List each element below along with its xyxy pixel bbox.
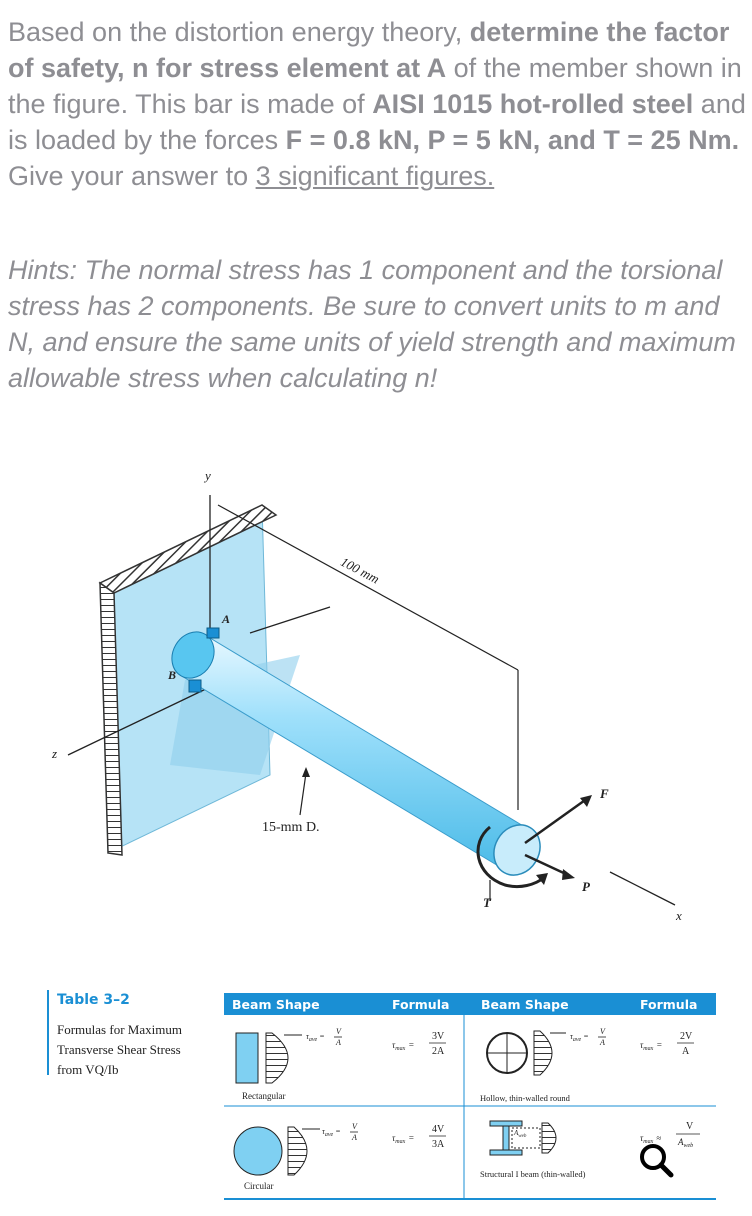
torque-label: T bbox=[483, 895, 492, 910]
row1-left-num: 3V bbox=[432, 1031, 445, 1042]
question-text: Based on the distortion energy theory, d… bbox=[8, 14, 746, 194]
row1-left-ave-num: V bbox=[336, 1027, 342, 1036]
length-dimension bbox=[217, 504, 519, 810]
a-web-inside: Aweb bbox=[513, 1129, 527, 1139]
axes bbox=[67, 495, 676, 906]
question-part-2: of the member shown in the figure. This … bbox=[8, 53, 742, 119]
row2-left-ave-num: V bbox=[352, 1122, 358, 1131]
force-p-arrow bbox=[524, 853, 569, 877]
hint-text: Hints: The normal stress has 1 component… bbox=[8, 255, 736, 393]
row2-left-ave: τave= bbox=[322, 1127, 341, 1138]
row2-right-den: Aweb bbox=[677, 1137, 693, 1149]
row1-right-den: A bbox=[682, 1046, 690, 1057]
header-formula-1: Formula bbox=[392, 997, 449, 1012]
search-icon[interactable] bbox=[636, 1140, 676, 1180]
row1-right-ave: τave= bbox=[570, 1032, 589, 1043]
circular-shape bbox=[233, 1126, 320, 1176]
axis-x-label: x bbox=[675, 908, 682, 923]
round-bar bbox=[171, 627, 541, 876]
question-part-3: and is loaded by the forces bbox=[8, 89, 746, 155]
row1-right-label: Hollow, thin-walled round bbox=[480, 1093, 571, 1103]
point-a-label: A bbox=[221, 612, 230, 626]
table-description: Formulas for Maximum Transverse Shear St… bbox=[57, 1020, 227, 1080]
length-label: 100 mm bbox=[338, 554, 382, 587]
row2-right-label: Structural I beam (thin-walled) bbox=[480, 1169, 586, 1179]
force-p-label: P bbox=[582, 879, 591, 894]
row2-right-num: V bbox=[686, 1121, 694, 1132]
hollow-round-shape bbox=[486, 1030, 566, 1076]
question-bold-3: F = 0.8 kN, P = 5 kN, and T = 25 Nm. bbox=[285, 125, 740, 155]
row2-left-label: Circular bbox=[244, 1181, 274, 1191]
axis-y-label: y bbox=[203, 468, 211, 483]
torque-arrow bbox=[476, 825, 546, 889]
axis-z-label: z bbox=[51, 746, 57, 761]
header-beam-shape-1: Beam Shape bbox=[232, 997, 320, 1012]
rectangular-shape bbox=[235, 1032, 302, 1084]
header-formula-2: Formula bbox=[640, 997, 697, 1012]
row1-right-ave-num: V bbox=[600, 1027, 606, 1036]
table-desc-line-2: Transverse Shear Stress bbox=[57, 1042, 181, 1057]
table-desc-line-3: from VQ/Ib bbox=[57, 1062, 119, 1077]
row1-right-formula: τmax= bbox=[640, 1040, 662, 1052]
question-bold-1: determine the factor of safety, n for st… bbox=[8, 17, 730, 83]
row2-left-den: 3A bbox=[432, 1139, 445, 1150]
question-part-4: Give your answer to bbox=[8, 161, 256, 191]
row2-left-num: 4V bbox=[432, 1124, 445, 1135]
table-desc-line-1: Formulas for Maximum bbox=[57, 1022, 182, 1037]
point-b-label: B bbox=[167, 668, 176, 682]
table-title: Table 3–2 bbox=[57, 992, 130, 1008]
row2-left-ave-den: A bbox=[351, 1133, 357, 1142]
row1-left-label: Rectangular bbox=[242, 1091, 285, 1101]
table-header-bar bbox=[224, 993, 716, 1015]
row2-left-formula: τmax= bbox=[392, 1133, 414, 1145]
i-beam-shape bbox=[489, 1120, 557, 1156]
force-f-label: F bbox=[599, 786, 609, 801]
row1-left-ave: τave= bbox=[306, 1032, 325, 1043]
header-beam-shape-2: Beam Shape bbox=[481, 997, 569, 1012]
member-figure: y z x 100 mm A B 15-mm D. T F P bbox=[51, 468, 682, 923]
row1-left-den: 2A bbox=[432, 1046, 445, 1057]
question-bold-2: AISI 1015 hot-rolled steel bbox=[372, 89, 694, 119]
row1-right-num: 2V bbox=[680, 1031, 693, 1042]
table-caption: Table 3–2 Formulas for Maximum Transvers… bbox=[47, 990, 227, 1077]
force-f-arrow bbox=[524, 796, 589, 845]
diameter-label: 15-mm D. bbox=[262, 820, 320, 835]
row1-left-ave-den: A bbox=[335, 1038, 341, 1047]
row2-right-formula: τmax≈ bbox=[640, 1133, 661, 1145]
question-underline: 3 significant figures. bbox=[255, 161, 495, 191]
row1-right-ave-den: A bbox=[599, 1038, 605, 1047]
diameter-leader bbox=[299, 772, 307, 816]
row1-left-formula: τmax= bbox=[392, 1040, 414, 1052]
question-part-1: Based on the distortion energy theory, bbox=[8, 17, 470, 47]
shear-stress-table: Beam Shape Formula Beam Shape Formula τa… bbox=[224, 993, 716, 1200]
